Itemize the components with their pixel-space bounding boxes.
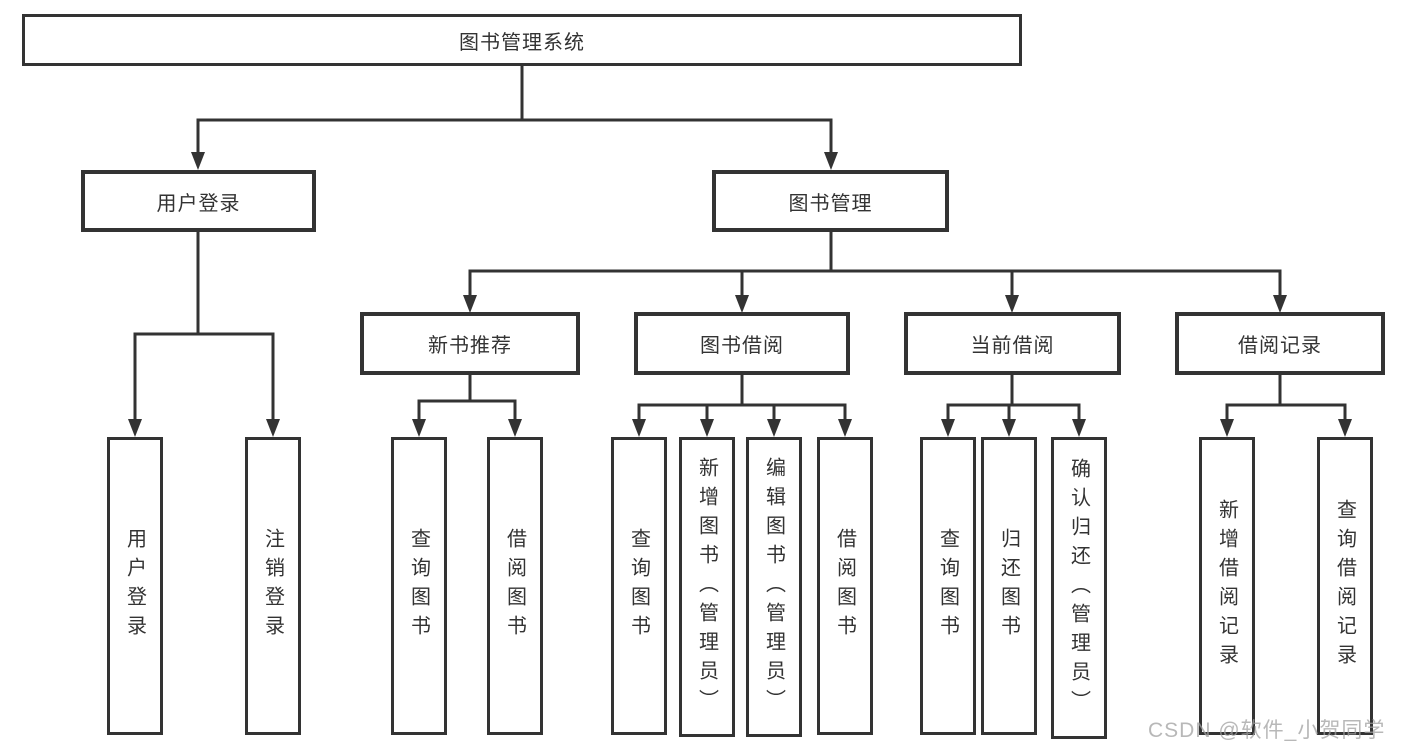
leaf-label: 查询图书 (936, 528, 959, 644)
leaf-label: 新增借阅记录 (1215, 499, 1238, 673)
leaf-borrow-query-books: 查询图书 (611, 437, 667, 735)
node-new-book-recommend: 新书推荐 (360, 312, 580, 375)
csdn-watermark: CSDN @软件_小贺同学 (1148, 719, 1386, 742)
leaf-label: 注销登录 (261, 528, 284, 644)
node-book-borrow: 图书借阅 (634, 312, 850, 375)
leaf-label: 确认归还（管理员） (1067, 457, 1090, 719)
leaf-edit-books-admin: 编辑图书（管理员） (746, 437, 802, 737)
leaf-query-borrow-record: 查询借阅记录 (1317, 437, 1373, 735)
leaf-add-borrow-record: 新增借阅记录 (1199, 437, 1255, 735)
arrowheads (128, 152, 1352, 437)
leaf-label: 借阅图书 (833, 528, 856, 644)
leaf-confirm-return-admin: 确认归还（管理员） (1051, 437, 1107, 739)
leaf-user-login: 用户登录 (107, 437, 163, 735)
leaf-label: 编辑图书（管理员） (762, 456, 785, 718)
leaf-borrow-books: 借阅图书 (817, 437, 873, 735)
node-root-library-system: 图书管理系统 (22, 14, 1022, 66)
leaf-return-books: 归还图书 (981, 437, 1037, 735)
node-current-borrow: 当前借阅 (904, 312, 1121, 375)
leaf-label: 查询图书 (407, 528, 430, 644)
leaf-add-books-admin: 新增图书（管理员） (679, 437, 735, 737)
leaf-recommend-query-books: 查询图书 (391, 437, 447, 735)
leaf-label: 新增图书（管理员） (695, 456, 718, 718)
leaf-recommend-borrow-books: 借阅图书 (487, 437, 543, 735)
leaf-label: 查询图书 (627, 528, 650, 644)
node-user-login: 用户登录 (81, 170, 316, 232)
leaf-label: 用户登录 (123, 528, 146, 644)
leaf-current-query-books: 查询图书 (920, 437, 976, 735)
leaf-label: 查询借阅记录 (1333, 499, 1356, 673)
node-borrow-record: 借阅记录 (1175, 312, 1385, 375)
leaf-logout: 注销登录 (245, 437, 301, 735)
leaf-label: 借阅图书 (503, 528, 526, 644)
leaf-label: 归还图书 (997, 528, 1020, 644)
node-book-management: 图书管理 (712, 170, 949, 232)
